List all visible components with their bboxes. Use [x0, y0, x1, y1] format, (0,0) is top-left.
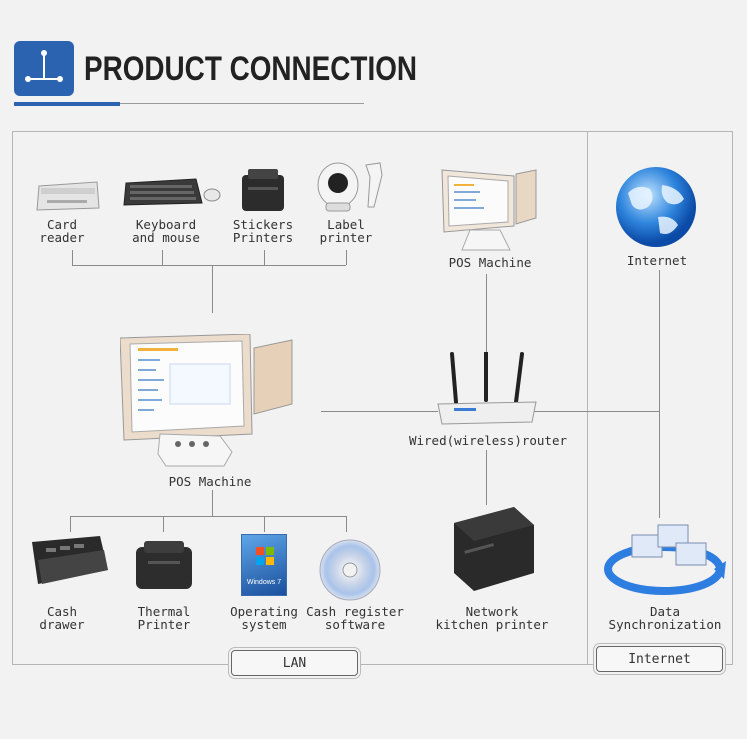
network-node-icon [25, 50, 63, 82]
header-accent-bar [14, 102, 120, 106]
pos-machine-top-label: POS Machine [448, 255, 532, 270]
stickers-printers-label: Stickers Printers [232, 217, 294, 245]
keyboard-mouse-label: Keyboard and mouse [132, 217, 200, 245]
header-divider [14, 103, 364, 104]
pos-terminal-icon [441, 169, 537, 251]
card-reader-label: Card reader [39, 217, 85, 245]
internet-zone-label: Internet [596, 646, 723, 672]
kitchen-printer-label: Network kitchen printer [435, 604, 549, 632]
thermal-printer-label: Thermal Printer [137, 604, 191, 632]
keyboard-mouse-icon [123, 178, 221, 206]
globe-icon [616, 167, 696, 247]
cash-drawer-label: Cash drawer [39, 604, 85, 632]
internet-device-label: Internet [626, 253, 688, 268]
thermal-printer-icon [136, 541, 192, 589]
kitchen-printer-icon [454, 507, 534, 591]
label-printer-label: Label printer [319, 217, 373, 245]
operating-system-label: Operating system [230, 604, 298, 632]
pos-machine-main-label: POS Machine [168, 474, 252, 489]
barcode-scanner-icon [317, 162, 383, 212]
os-box-text: Windows 7 [246, 579, 282, 586]
lan-zone-label: LAN [231, 650, 358, 676]
cash-drawer-icon [32, 536, 108, 584]
cash-register-software-label: Cash register software [306, 604, 404, 632]
data-sync-label: Data Synchronization [608, 604, 722, 632]
sticker-printer-icon [242, 169, 284, 211]
main-pos-terminal-icon [120, 334, 293, 467]
data-sync-icon [604, 524, 726, 595]
header-icon [14, 41, 74, 96]
windows-logo-icon [256, 547, 274, 565]
cd-disc-icon [319, 539, 381, 601]
page-title: PRODUCT CONNECTION [84, 50, 418, 88]
wireless-router-icon [437, 352, 537, 425]
windows-box-icon: Windows 7 [241, 534, 287, 596]
router-label: Wired(wireless)router [408, 433, 568, 448]
card-reader-icon [36, 181, 100, 211]
